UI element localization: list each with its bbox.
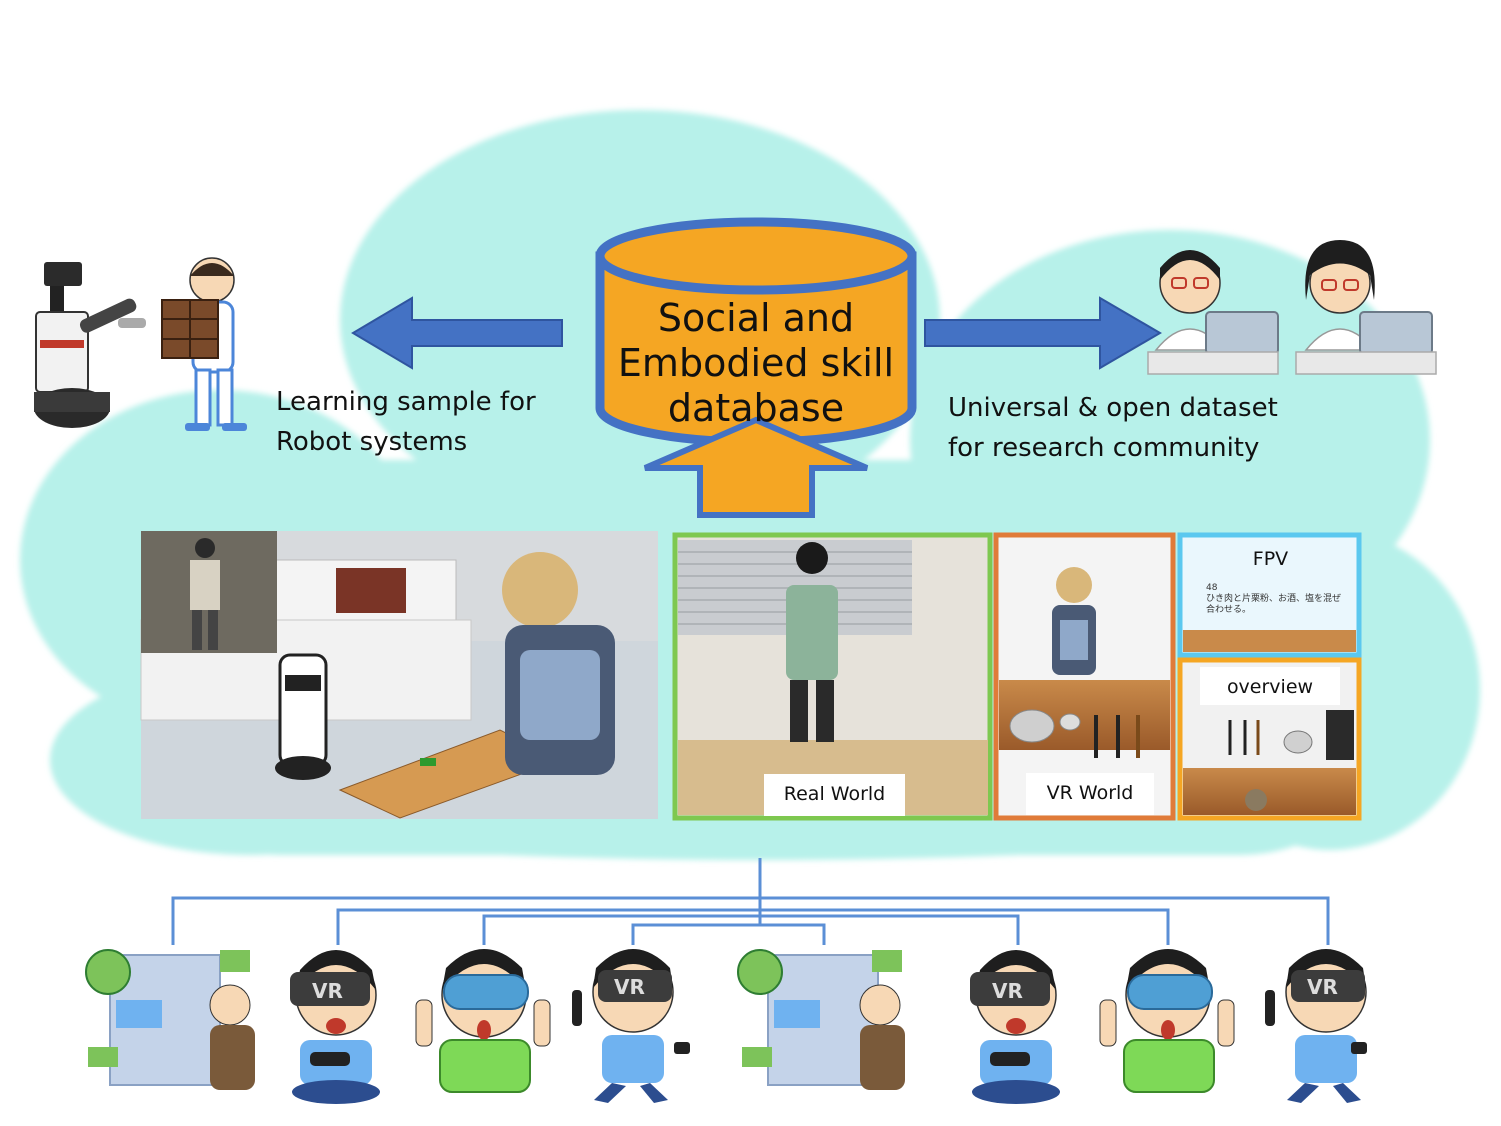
ar-city-user-illustration-2: [737, 949, 905, 1090]
tree-connector: [171, 858, 1330, 945]
vr-gamer-sitting-illustration-1: VR: [290, 950, 380, 1104]
right-caption-line-2: for research community: [948, 433, 1260, 463]
assist-suit-person-illustration: [161, 257, 247, 431]
fpv-screen-number: 48: [1206, 583, 1218, 593]
ar-city-user-illustration-1: [85, 949, 255, 1090]
headset-label: VR: [614, 975, 645, 999]
up-arrow: [643, 416, 869, 518]
overview-label: overview: [1200, 676, 1340, 698]
headset-label: VR: [992, 979, 1023, 1003]
database-title: Social and Embodied skill database: [600, 296, 912, 431]
kitchen-simulation-image: [140, 531, 658, 819]
robot-illustration: [34, 262, 146, 428]
left-caption-line-1: Learning sample for: [276, 387, 536, 417]
left-caption-line-2: Robot systems: [276, 427, 468, 457]
vr-user-surprised-illustration-1: [415, 949, 551, 1093]
vr-world-panel: [993, 532, 1176, 821]
vr-user-controllers-illustration-1: VR: [572, 949, 690, 1103]
fpv-screen-text: ひき肉と片栗粉、お酒、塩を混ぜ合わせる。: [1206, 594, 1342, 615]
vr-gamer-sitting-illustration-2: VR: [970, 950, 1060, 1104]
headset-label: VR: [312, 979, 343, 1003]
real-world-label: Real World: [764, 783, 905, 805]
left-arrow: [351, 296, 563, 370]
vr-user-surprised-illustration-2: [1099, 949, 1235, 1093]
vr-user-controllers-illustration-2: VR: [1265, 949, 1367, 1103]
right-caption-line-1: Universal & open dataset: [948, 393, 1278, 423]
fpv-panel: [1177, 532, 1362, 658]
database-title-line-2: Embodied skill: [617, 341, 895, 385]
database-title-line-1: Social and: [657, 296, 855, 340]
database-title-line-3: database: [667, 386, 845, 430]
fpv-label-box: [1228, 540, 1313, 572]
headset-label: VR: [1307, 975, 1338, 999]
left-caption: Learning sample for Robot systems: [276, 382, 536, 462]
researcher-male-illustration: [1147, 250, 1279, 375]
vr-world-label: VR World: [1026, 782, 1154, 804]
right-caption: Universal & open dataset for research co…: [948, 388, 1278, 468]
fpv-label: FPV: [1252, 548, 1289, 570]
researcher-female-illustration: [1295, 240, 1437, 375]
database-cylinder: [595, 217, 917, 447]
real-world-panel: [672, 532, 993, 821]
right-arrow: [924, 296, 1162, 370]
